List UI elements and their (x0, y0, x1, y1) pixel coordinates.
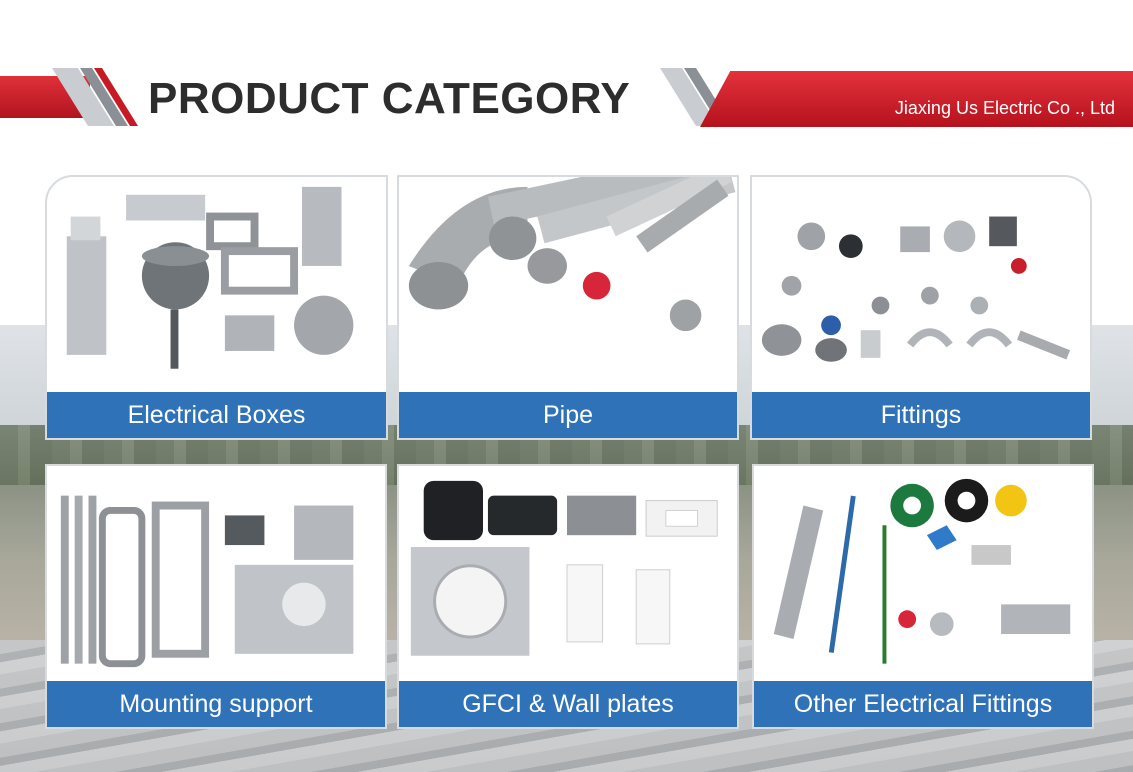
electrical-boxes-image (66, 186, 354, 369)
category-label: Other Electrical Fittings (754, 681, 1092, 727)
gfci-wall-plates-image (410, 480, 718, 656)
pipe-image (408, 177, 736, 332)
header-banner: PRODUCT CATEGORY Jiaxing Us Electric Co … (0, 68, 1133, 127)
company-name: Jiaxing Us Electric Co ., Ltd (894, 98, 1115, 118)
other-electrical-fittings-image (773, 478, 1071, 664)
banner-left-stripes (52, 68, 138, 126)
category-label: Electrical Boxes (47, 392, 386, 438)
category-card-gfci-wall-plates[interactable]: GFCI & Wall plates (397, 464, 739, 729)
mounting-support-image (60, 495, 354, 668)
category-label: Pipe (399, 392, 737, 438)
category-card-pipe[interactable]: Pipe (397, 175, 739, 440)
fittings-image (761, 216, 1071, 362)
category-label: GFCI & Wall plates (399, 681, 737, 727)
category-label: Mounting support (47, 681, 385, 727)
category-card-other-electrical-fittings[interactable]: Other Electrical Fittings (752, 464, 1094, 729)
category-card-electrical-boxes[interactable]: Electrical Boxes (45, 175, 388, 440)
banner-right-band: Jiaxing Us Electric Co ., Ltd (700, 71, 1133, 127)
category-card-fittings[interactable]: Fittings (750, 175, 1092, 440)
category-card-mounting-support[interactable]: Mounting support (45, 464, 387, 729)
page-title: PRODUCT CATEGORY (148, 74, 631, 123)
category-label: Fittings (752, 392, 1090, 438)
